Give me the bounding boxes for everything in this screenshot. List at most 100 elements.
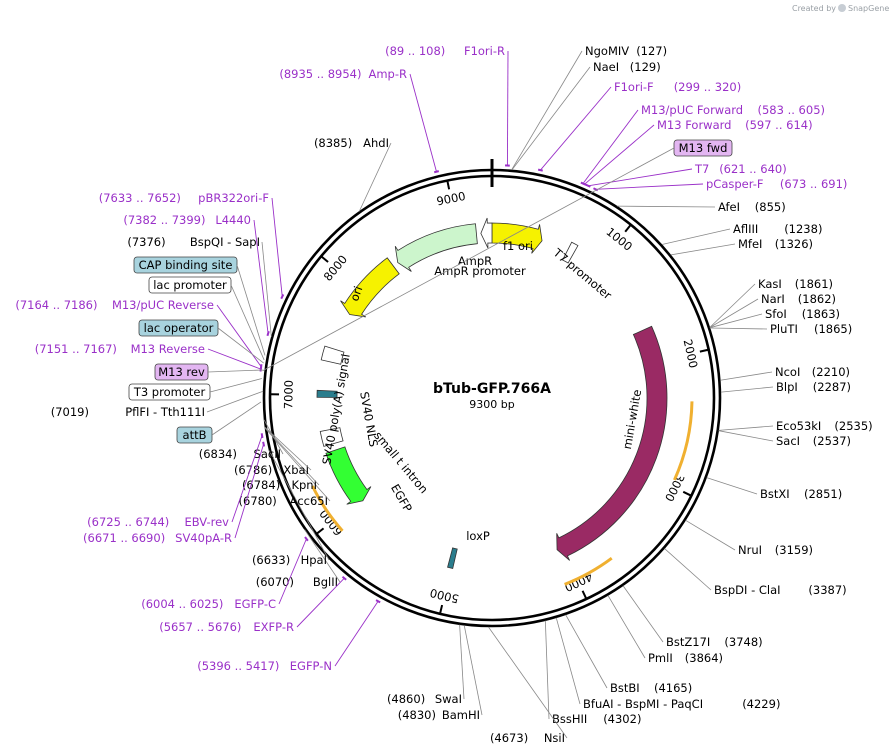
site-name: BstBI <box>610 681 640 695</box>
primer-amp-r: Amp-R(8935 .. 8954) <box>279 67 440 174</box>
box-leader <box>209 378 262 393</box>
primer-leader <box>234 444 265 539</box>
site-name: BspDI - ClaI <box>714 583 781 597</box>
site-pos: (7376) <box>127 235 165 249</box>
primer-range: (5396 .. 5417) <box>197 659 279 673</box>
site-name: SwaI <box>435 692 462 706</box>
site-bfuai-bspmi-paqci: BfuAI - BspMI - PaqCI (4229) <box>555 617 780 711</box>
tick-label-2000: 2000 <box>681 338 701 370</box>
feature-label-ampr-promoter: AmpR promoter <box>434 264 526 278</box>
primer-range: (6671 .. 6690) <box>83 531 165 545</box>
site-pos: (3387) <box>808 583 846 597</box>
site-name: PflFI - Tth111I <box>125 405 205 419</box>
site-nrui: NruI(3159) <box>685 519 813 557</box>
leader-line <box>710 327 768 330</box>
primer-range: (5657 .. 5676) <box>159 620 241 634</box>
site-name: BssHII <box>552 712 587 726</box>
site-name: NaeI <box>593 60 619 74</box>
primer-name: EBV-rev <box>184 515 229 529</box>
primer-mark <box>341 575 347 581</box>
site-naei: NaeI(129) <box>511 60 661 171</box>
site-name: BglII <box>313 575 338 589</box>
primer-mark <box>433 170 440 174</box>
site-pos: (2210) <box>812 365 850 379</box>
site-pos: (127) <box>636 44 667 58</box>
primer-range: (89 .. 108) <box>385 44 445 58</box>
site-sacii: SacII(6834) <box>199 419 284 461</box>
primer-name: EGFP-C <box>234 597 276 611</box>
primer-pbr322ori-f: pBR322ori-F(7633 .. 7652) <box>99 191 285 300</box>
primer-t7: T7(621 .. 640) <box>585 162 787 188</box>
leader-line <box>709 283 756 328</box>
primer-f1ori-r: F1ori-R (89 .. 108) <box>385 44 510 167</box>
primer-l4440: L4440(7382 .. 7399) <box>123 213 270 337</box>
primer-leader <box>296 577 345 628</box>
primer-leader <box>216 304 262 367</box>
leader-line <box>685 519 736 551</box>
primer-mark <box>259 366 263 372</box>
site-name: Eco53kI <box>776 419 821 433</box>
site-pos: (6784) <box>242 478 280 492</box>
site-name: BfuAI - BspMI - PaqCI <box>583 697 703 711</box>
primer-sv40pa-r: SV40pA-R(6671 .. 6690) <box>83 441 266 545</box>
feature-label-egfp: EGFP <box>388 482 415 515</box>
site-pos: (4673) <box>490 731 528 745</box>
site-ncoi: NcoI (2210) <box>720 365 850 381</box>
site-pos: (2535) <box>834 419 872 433</box>
site-name: HpaI <box>301 553 327 567</box>
site-pos: (1861) <box>795 277 833 291</box>
primer-m13-puc-forward: M13/pUC Forward(583 .. 605) <box>580 103 825 186</box>
primer-egfp-c: EGFP-C(6004 .. 6025) <box>141 536 309 611</box>
site-mfei: MfeI(1326) <box>670 237 813 256</box>
feature-t7-promoter <box>562 241 579 264</box>
box-leader <box>236 264 266 356</box>
site-name: BamHI <box>442 708 480 722</box>
site-pmli: PmlI(3864) <box>607 595 723 665</box>
orf-arc <box>673 401 694 481</box>
site-nsii: NsiI(4673) <box>488 626 568 745</box>
site-name: PluTI <box>770 322 798 336</box>
primer-mark <box>537 168 543 172</box>
primer-name: EXFP-R <box>253 620 294 634</box>
site-hpai: HpaI(6633) <box>252 450 330 567</box>
site-name: NcoI <box>775 365 800 379</box>
primer-mark <box>266 330 270 337</box>
site-pos: (4229) <box>742 697 780 711</box>
site-kasi: KasI(1861) <box>709 277 833 328</box>
feature-loxp <box>447 547 458 570</box>
site-name: BstZ17I <box>666 635 710 649</box>
site-xbai: XbaI(6786) <box>234 426 312 477</box>
tick-label-9000: 9000 <box>435 189 467 209</box>
site-swai: SwaI(4860) <box>387 624 465 706</box>
primer-leader <box>253 219 269 334</box>
primer-m13-reverse: M13 Reverse(7151 .. 7167) <box>35 342 263 372</box>
feature-label-ori: ori <box>347 284 365 303</box>
primer-name: F1ori-R <box>464 44 505 58</box>
leader-line <box>268 450 330 561</box>
leader-line <box>664 548 712 591</box>
primer-m13-forward: M13 Forward(597 .. 614) <box>582 118 813 187</box>
box-leader <box>207 369 263 373</box>
leader-line <box>304 529 341 583</box>
feature-label-ampr: AmpR <box>458 254 492 268</box>
site-pflfi-tth111i: PflFI - Tth111I(7019) <box>51 390 264 419</box>
box-label: CAP binding site <box>139 258 233 272</box>
site-name: SacII <box>254 447 281 461</box>
site-pluti: PluTI(1865) <box>710 322 852 336</box>
primer-range: (299 .. 320) <box>674 80 742 94</box>
leader-line <box>511 50 583 171</box>
tick-label-7000: 7000 <box>281 380 295 410</box>
leader-line <box>661 228 731 245</box>
leader-line <box>622 585 664 643</box>
plasmid-length: 9300 bp <box>469 398 514 411</box>
feature-label-f1-ori: f1 ori <box>503 239 533 253</box>
primer-mark <box>262 441 266 447</box>
feature-ori <box>340 257 400 318</box>
site-pos: (4830) <box>398 708 436 722</box>
tick-mark <box>321 256 329 263</box>
plasmid-name: bTub-GFP.766A <box>433 381 551 397</box>
primer-range: (7151 .. 7167) <box>35 342 117 356</box>
primer-name: EGFP-N <box>290 659 332 673</box>
snapgene-logo-icon <box>838 4 846 12</box>
leader-line <box>261 241 272 337</box>
